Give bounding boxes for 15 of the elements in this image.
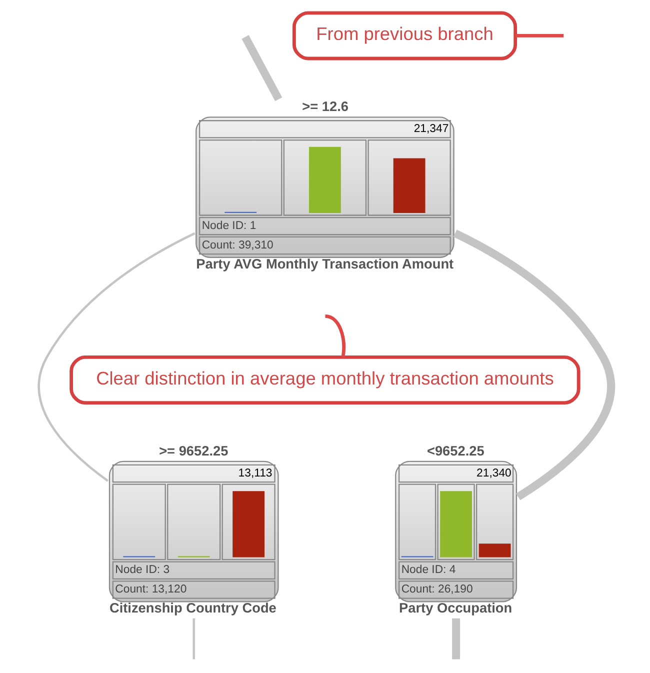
connector bbox=[242, 35, 282, 102]
node-label: >= 9652.25 bbox=[159, 443, 228, 458]
connector bbox=[515, 34, 564, 38]
node-label: Citizenship Country Code bbox=[109, 600, 276, 616]
node-box: From previous branch bbox=[292, 11, 518, 60]
connector bbox=[452, 618, 460, 660]
node-label: Party Occupation bbox=[399, 600, 512, 616]
node-box: Clear distinction in average monthly transaction amounts bbox=[70, 355, 580, 404]
connector bbox=[192, 618, 195, 660]
connector bbox=[325, 314, 346, 358]
connector bbox=[38, 232, 196, 482]
connector bbox=[453, 230, 615, 500]
node-label: Party AVG Monthly Transaction Amount bbox=[196, 256, 454, 272]
node-label: <9652.25 bbox=[426, 443, 484, 458]
node-label: >= 12.6 bbox=[302, 99, 348, 114]
